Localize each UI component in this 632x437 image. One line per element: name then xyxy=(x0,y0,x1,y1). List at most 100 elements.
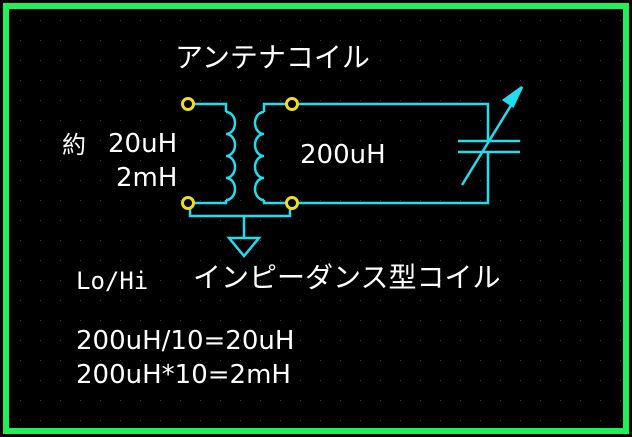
grid-dot xyxy=(580,80,581,81)
grid-dot xyxy=(60,360,61,361)
grid-dot xyxy=(500,420,501,421)
grid-dot xyxy=(440,320,441,321)
grid-dot xyxy=(500,240,501,241)
grid-dot xyxy=(40,300,41,301)
grid-dot xyxy=(240,240,241,241)
grid-dot xyxy=(460,200,461,201)
grid-dot xyxy=(200,300,201,301)
grid-dot xyxy=(40,320,41,321)
grid-dot xyxy=(200,420,201,421)
grid-dot xyxy=(140,360,141,361)
grid-dot xyxy=(260,160,261,161)
grid-dot xyxy=(120,220,121,221)
grid-dot xyxy=(600,200,601,201)
grid-dot xyxy=(300,300,301,301)
grid-dot xyxy=(340,20,341,21)
grid-dot xyxy=(120,100,121,101)
grid-dot xyxy=(40,40,41,41)
grid-dot xyxy=(400,180,401,181)
grid-dot xyxy=(340,60,341,61)
grid-dot xyxy=(340,140,341,141)
grid-dot xyxy=(600,100,601,101)
grid-dot xyxy=(560,260,561,261)
grid-dot xyxy=(300,120,301,121)
secondary-coil xyxy=(253,102,290,205)
primary-inductance-2: 2mH xyxy=(116,163,178,193)
grid-dot xyxy=(120,20,121,21)
grid-dot xyxy=(120,360,121,361)
grid-dot xyxy=(120,260,121,261)
grid-dot xyxy=(160,220,161,221)
grid-dot xyxy=(340,100,341,101)
grid-dot xyxy=(600,60,601,61)
grid-dot xyxy=(120,60,121,61)
grid-dot xyxy=(140,320,141,321)
grid-dot xyxy=(400,360,401,361)
grid-dot xyxy=(520,380,521,381)
grid-dot xyxy=(400,260,401,261)
grid-dot xyxy=(240,280,241,281)
grid-dot xyxy=(80,40,81,41)
grid-dot xyxy=(460,100,461,101)
grid-dot xyxy=(580,300,581,301)
grid-dot xyxy=(160,340,161,341)
grid-dot xyxy=(360,20,361,21)
grid-dot xyxy=(140,60,141,61)
grid-dot xyxy=(100,320,101,321)
grid-dot xyxy=(60,380,61,381)
grid-dot xyxy=(540,100,541,101)
grid-dot xyxy=(80,80,81,81)
grid-dot xyxy=(120,300,121,301)
grid-dot xyxy=(80,60,81,61)
grid-dot xyxy=(500,340,501,341)
grid-dot xyxy=(360,260,361,261)
grid-dot xyxy=(120,240,121,241)
grid-dot xyxy=(60,140,61,141)
grid-dot xyxy=(540,220,541,221)
grid-dot xyxy=(560,240,561,241)
grid-dot xyxy=(320,200,321,201)
terminal-icon xyxy=(181,97,195,111)
grid-dot xyxy=(60,280,61,281)
grid-dot xyxy=(420,280,421,281)
grid-dot xyxy=(220,240,221,241)
grid-dot xyxy=(540,320,541,321)
grid-dot xyxy=(540,160,541,161)
grid-dot xyxy=(480,260,481,261)
grid-dot xyxy=(140,100,141,101)
grid-dot xyxy=(40,360,41,361)
grid-dot xyxy=(380,160,381,161)
grid-dot xyxy=(360,400,361,401)
grid-dot xyxy=(600,320,601,321)
grid-dot xyxy=(160,80,161,81)
grid-dot xyxy=(320,220,321,221)
grid-dot xyxy=(560,160,561,161)
grid-dot xyxy=(520,340,521,341)
grid-dot xyxy=(440,200,441,201)
grid-dot xyxy=(80,100,81,101)
grid-dot xyxy=(220,60,221,61)
grid-dot xyxy=(380,360,381,361)
grid-dot xyxy=(400,160,401,161)
grid-dot xyxy=(180,40,181,41)
grid-dot xyxy=(80,420,81,421)
grid-dot xyxy=(320,80,321,81)
grid-dot xyxy=(200,120,201,121)
grid-dot xyxy=(460,420,461,421)
grid-dot xyxy=(200,60,201,61)
grid-dot xyxy=(420,140,421,141)
grid-dot xyxy=(260,320,261,321)
grid-dot xyxy=(280,260,281,261)
grid-dot xyxy=(160,300,161,301)
grid-dot xyxy=(260,400,261,401)
grid-dot xyxy=(240,60,241,61)
grid-dot xyxy=(540,80,541,81)
grid-dot xyxy=(400,340,401,341)
grid-dot xyxy=(40,180,41,181)
grid-dot xyxy=(220,260,221,261)
grid-dot xyxy=(400,280,401,281)
grid-dot xyxy=(520,40,521,41)
grid-dot xyxy=(320,260,321,261)
grid-dot xyxy=(40,80,41,81)
grid-dot xyxy=(160,260,161,261)
